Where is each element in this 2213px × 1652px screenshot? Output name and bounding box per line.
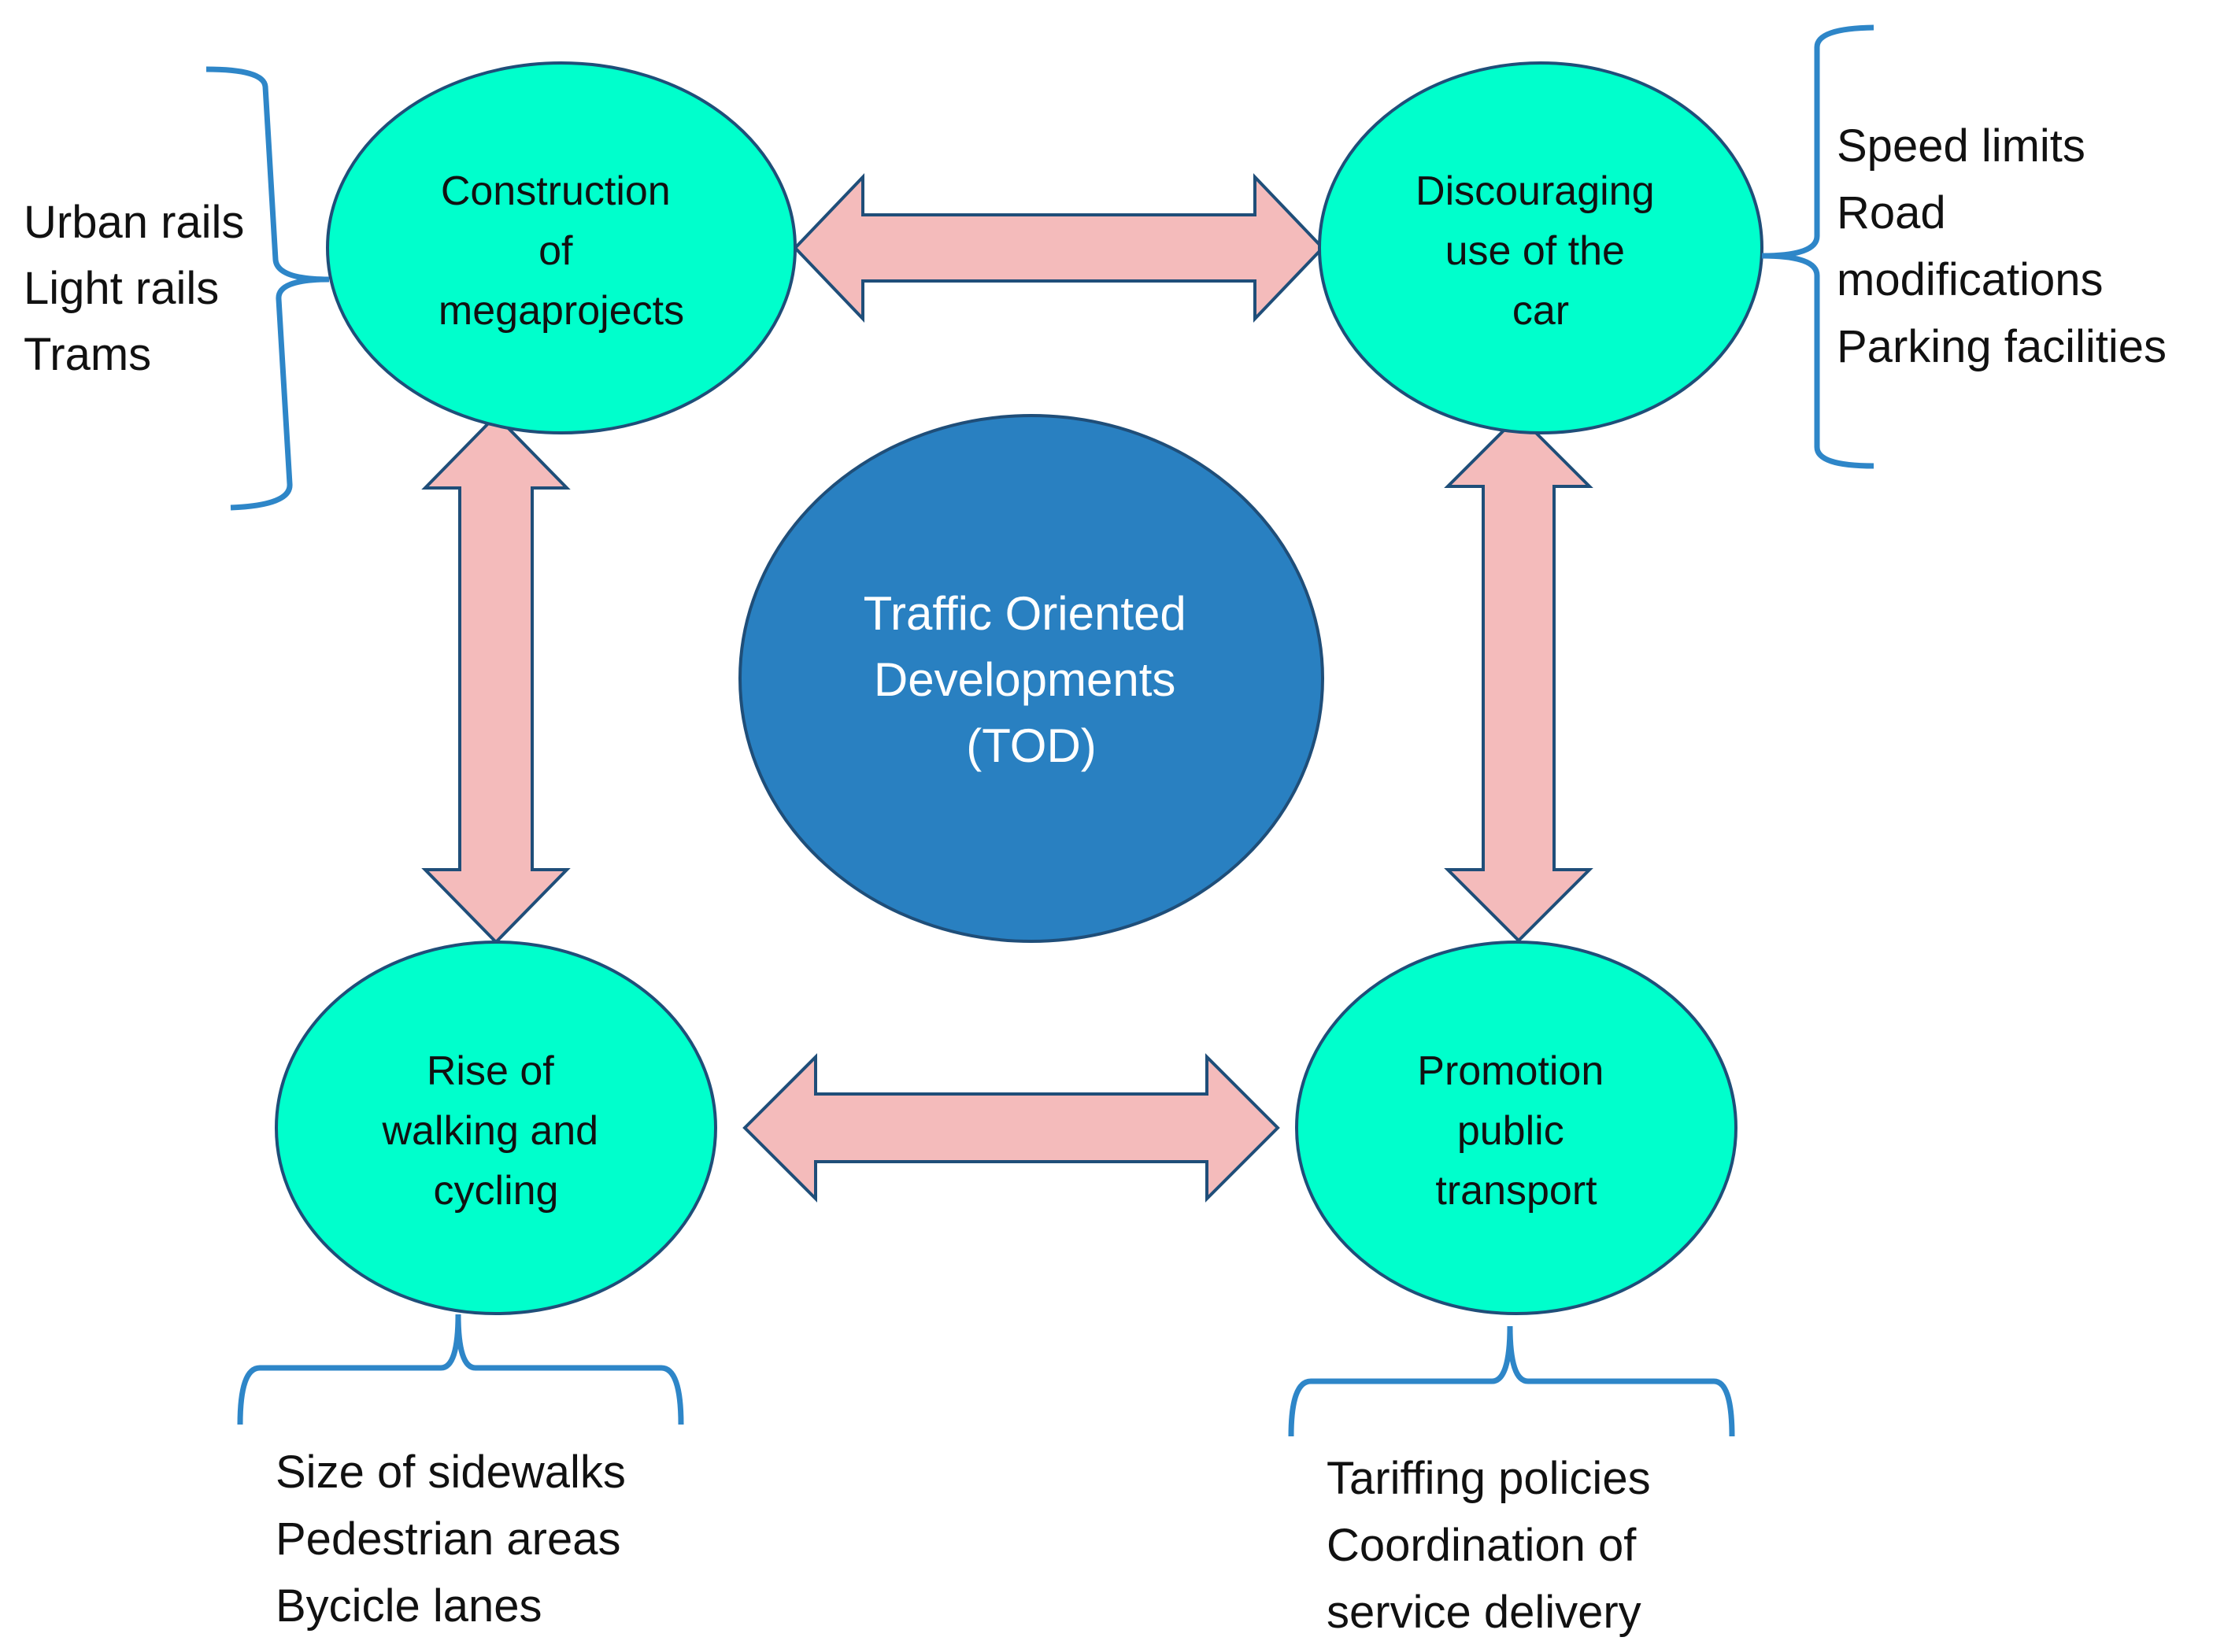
- node-top-left-label: Construction of megaprojects: [439, 168, 684, 334]
- arrow-bottom-horizontal: [742, 1053, 1280, 1203]
- node-top-left: [326, 61, 797, 434]
- node-top-right: [1318, 61, 1763, 434]
- bracket-bottom-right: [1288, 1325, 1735, 1437]
- node-bottom-right: [1295, 941, 1737, 1315]
- node-bottom-left-label: Rise of walking and cycling: [381, 1048, 609, 1214]
- list-left: Urban rails Light rails Trams: [24, 197, 257, 380]
- arrow-left-vertical: [421, 413, 571, 944]
- arrow-top-horizontal: [793, 173, 1325, 323]
- node-top-right-label: Discouraging use of the car: [1416, 168, 1666, 334]
- bracket-bottom-left: [237, 1314, 684, 1425]
- node-bottom-left: [275, 941, 717, 1315]
- center-ellipse: [738, 414, 1324, 943]
- center-label: Traffic Oriented Developments (TOD): [864, 587, 1200, 772]
- node-bottom-right-label: Promotion public transport: [1417, 1048, 1615, 1214]
- list-bottom-right: Tariffing policies Coordination of servi…: [1327, 1453, 1663, 1638]
- bracket-left: [205, 66, 330, 511]
- bracket-right: [1761, 24, 1874, 469]
- list-right: Speed limits Road modifications Parking …: [1837, 120, 2167, 372]
- list-bottom-left: Size of sidewalks Pedestrian areas Bycic…: [276, 1447, 638, 1632]
- arrow-right-vertical: [1444, 413, 1593, 943]
